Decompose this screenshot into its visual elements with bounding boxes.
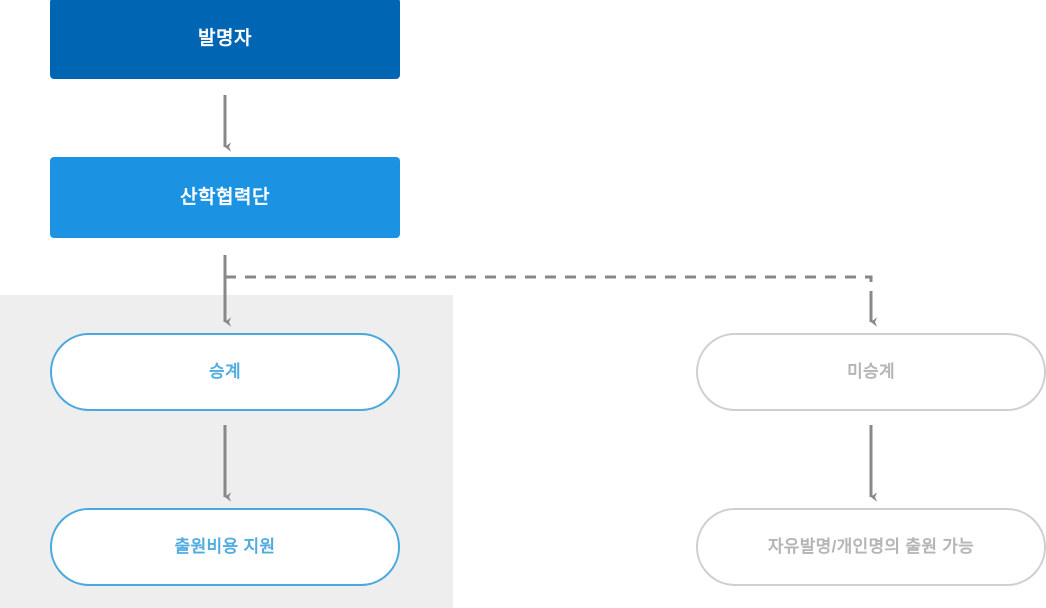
node-fee-support: 출원비용 지원 [50, 508, 400, 586]
node-inventor: 발명자 [50, 0, 400, 79]
node-succession-label: 승계 [209, 362, 241, 382]
node-inventor-label: 발명자 [198, 27, 252, 49]
node-foundation-label: 산학협력단 [180, 186, 270, 208]
node-free-filing-label: 자유발명/개인명의 출원 가능 [767, 537, 975, 557]
node-succession: 승계 [50, 333, 400, 411]
node-free-filing: 자유발명/개인명의 출원 가능 [696, 508, 1046, 586]
node-non-succession: 미승계 [696, 333, 1046, 411]
node-non-succession-label: 미승계 [847, 362, 895, 382]
node-fee-support-label: 출원비용 지원 [174, 537, 276, 557]
node-foundation: 산학협력단 [50, 157, 400, 238]
